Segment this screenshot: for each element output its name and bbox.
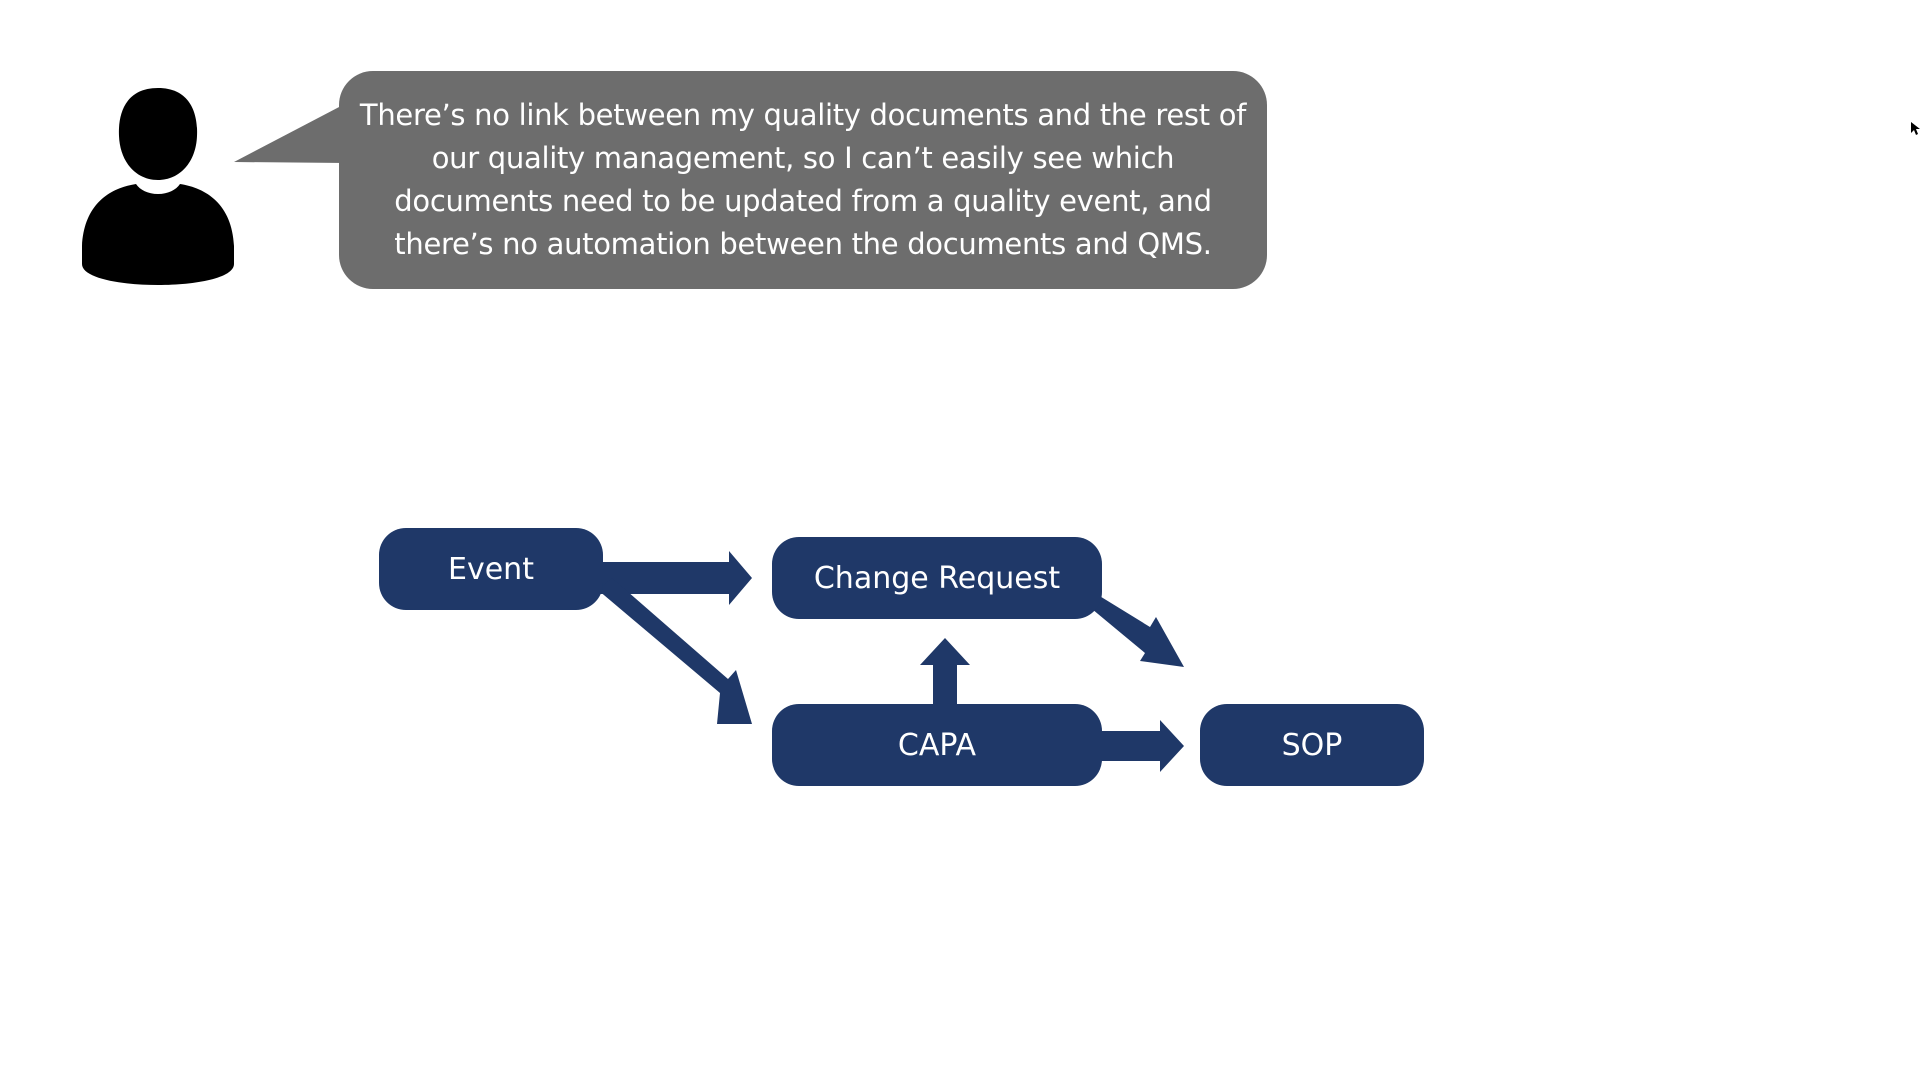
change-request-node: Change Request [772, 537, 1102, 619]
event-node: Event [379, 528, 603, 610]
speech-text: There’s no link between my quality docum… [359, 98, 1247, 261]
arrow-capa-to-change-request [920, 638, 970, 706]
arrow-event-to-change-request [600, 551, 752, 605]
speech-bubble-tail [234, 106, 346, 163]
event-node-label: Event [448, 551, 534, 587]
cursor-icon [1911, 122, 1920, 135]
capa-node-label: CAPA [897, 727, 977, 763]
change-request-node-label: Change Request [813, 560, 1061, 596]
person-icon [82, 88, 234, 285]
sop-node-label: SOP [1281, 727, 1343, 763]
arrow-change-request-to-sop [1092, 595, 1184, 667]
arrow-event-to-capa [598, 578, 752, 724]
arrow-capa-to-sop [1100, 720, 1184, 772]
speech-bubble: There’s no link between my quality docum… [339, 71, 1267, 289]
sop-node: SOP [1200, 704, 1424, 786]
capa-node: CAPA [772, 704, 1102, 786]
